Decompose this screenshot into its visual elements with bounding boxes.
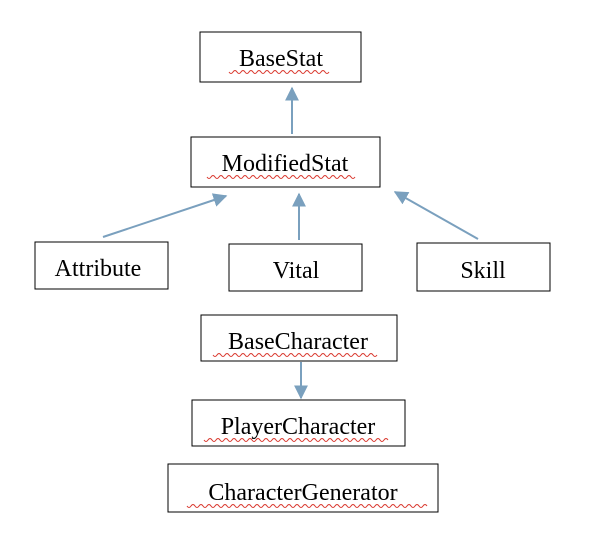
edge-skill-to-modifiedstat [393, 191, 479, 240]
node-charactergenerator-label: CharacterGenerator [208, 480, 397, 506]
spellcheck-underline [203, 438, 389, 442]
node-basestat-label: BaseStat [239, 46, 323, 72]
node-attribute-label: Attribute [55, 256, 142, 282]
node-playercharacter-label: PlayerCharacter [221, 414, 376, 440]
node-skill-box [416, 242, 551, 292]
node-vital: Vital [228, 243, 363, 292]
spellcheck-underline [212, 353, 378, 357]
node-modifiedstat-box [190, 136, 381, 188]
node-basecharacter: BaseCharacter [200, 314, 398, 362]
node-vital-box [228, 243, 363, 292]
edge-attribute-to-modifiedstat [102, 193, 228, 238]
node-basestat-box [199, 31, 362, 83]
edges [102, 86, 479, 400]
node-attribute: Attribute [34, 241, 169, 290]
node-basecharacter-label: BaseCharacter [228, 329, 368, 355]
node-charactergenerator: CharacterGenerator [167, 463, 439, 513]
node-modifiedstat: ModifiedStat [190, 136, 381, 188]
node-skill-label: Skill [460, 258, 506, 284]
node-modifiedstat-label: ModifiedStat [222, 151, 349, 177]
node-basestat: BaseStat [199, 31, 362, 83]
spellcheck-underline [228, 70, 330, 74]
node-playercharacter: PlayerCharacter [191, 399, 406, 447]
node-attribute-box [34, 241, 169, 290]
node-skill: Skill [416, 242, 551, 292]
spellcheck-underline [206, 175, 356, 179]
node-vital-label: Vital [273, 258, 320, 284]
spellcheck-underline [186, 504, 428, 508]
